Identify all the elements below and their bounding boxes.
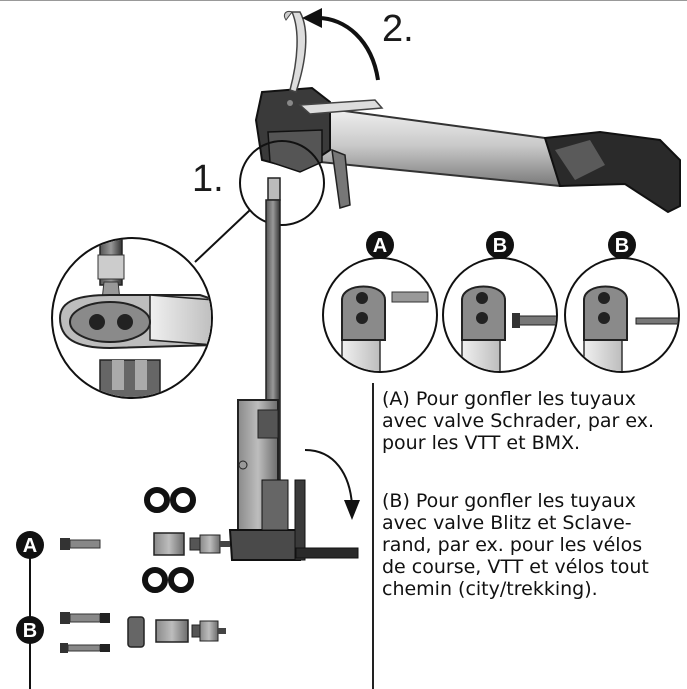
lever-arrow bbox=[302, 8, 380, 81]
badge-b-parts-label: B bbox=[23, 620, 37, 642]
description-a-line-3: pour les VTT et BMX. bbox=[382, 432, 581, 454]
badge-a-left bbox=[16, 531, 44, 559]
badge-b2-valve-label: B bbox=[615, 235, 629, 257]
badge-b-left bbox=[16, 616, 44, 644]
description-b: (B) Pour gonfler les tuyaux avec valve B… bbox=[382, 490, 682, 600]
description-b-line-5: chemin (city/trekking). bbox=[382, 578, 598, 600]
nozzle-detail bbox=[51, 237, 213, 399]
step-1-label: 1. bbox=[192, 158, 224, 200]
description-a-line-2: avec valve Schrader, par ex. bbox=[382, 410, 655, 432]
badge-a-valve-label: A bbox=[373, 235, 387, 257]
valve-detail-a bbox=[322, 231, 438, 373]
step-2-label: 2. bbox=[382, 8, 414, 50]
pump-body bbox=[254, 11, 681, 214]
description-b-line-3: rand, par ex. pour les vélos bbox=[382, 534, 643, 556]
description-a-line-1: (A) Pour gonfler les tuyaux bbox=[382, 388, 636, 410]
pump-base bbox=[228, 399, 360, 561]
description-b-line-4: de course, VTT et vélos tout bbox=[382, 556, 649, 578]
description-b-line-1: (B) Pour gonfler les tuyaux bbox=[382, 490, 637, 512]
head-magnifier-circle bbox=[239, 140, 325, 226]
valve-detail-b1 bbox=[442, 231, 558, 373]
adapter-parts bbox=[60, 487, 230, 653]
description-b-line-2: avec valve Blitz et Sclave- bbox=[382, 512, 632, 534]
badge-a-parts-label: A bbox=[23, 535, 37, 557]
description-a: (A) Pour gonfler les tuyaux avec valve S… bbox=[382, 388, 682, 454]
text-divider bbox=[372, 383, 374, 689]
valve-detail-b2 bbox=[564, 231, 680, 373]
badge-b1-valve-label: B bbox=[493, 235, 507, 257]
